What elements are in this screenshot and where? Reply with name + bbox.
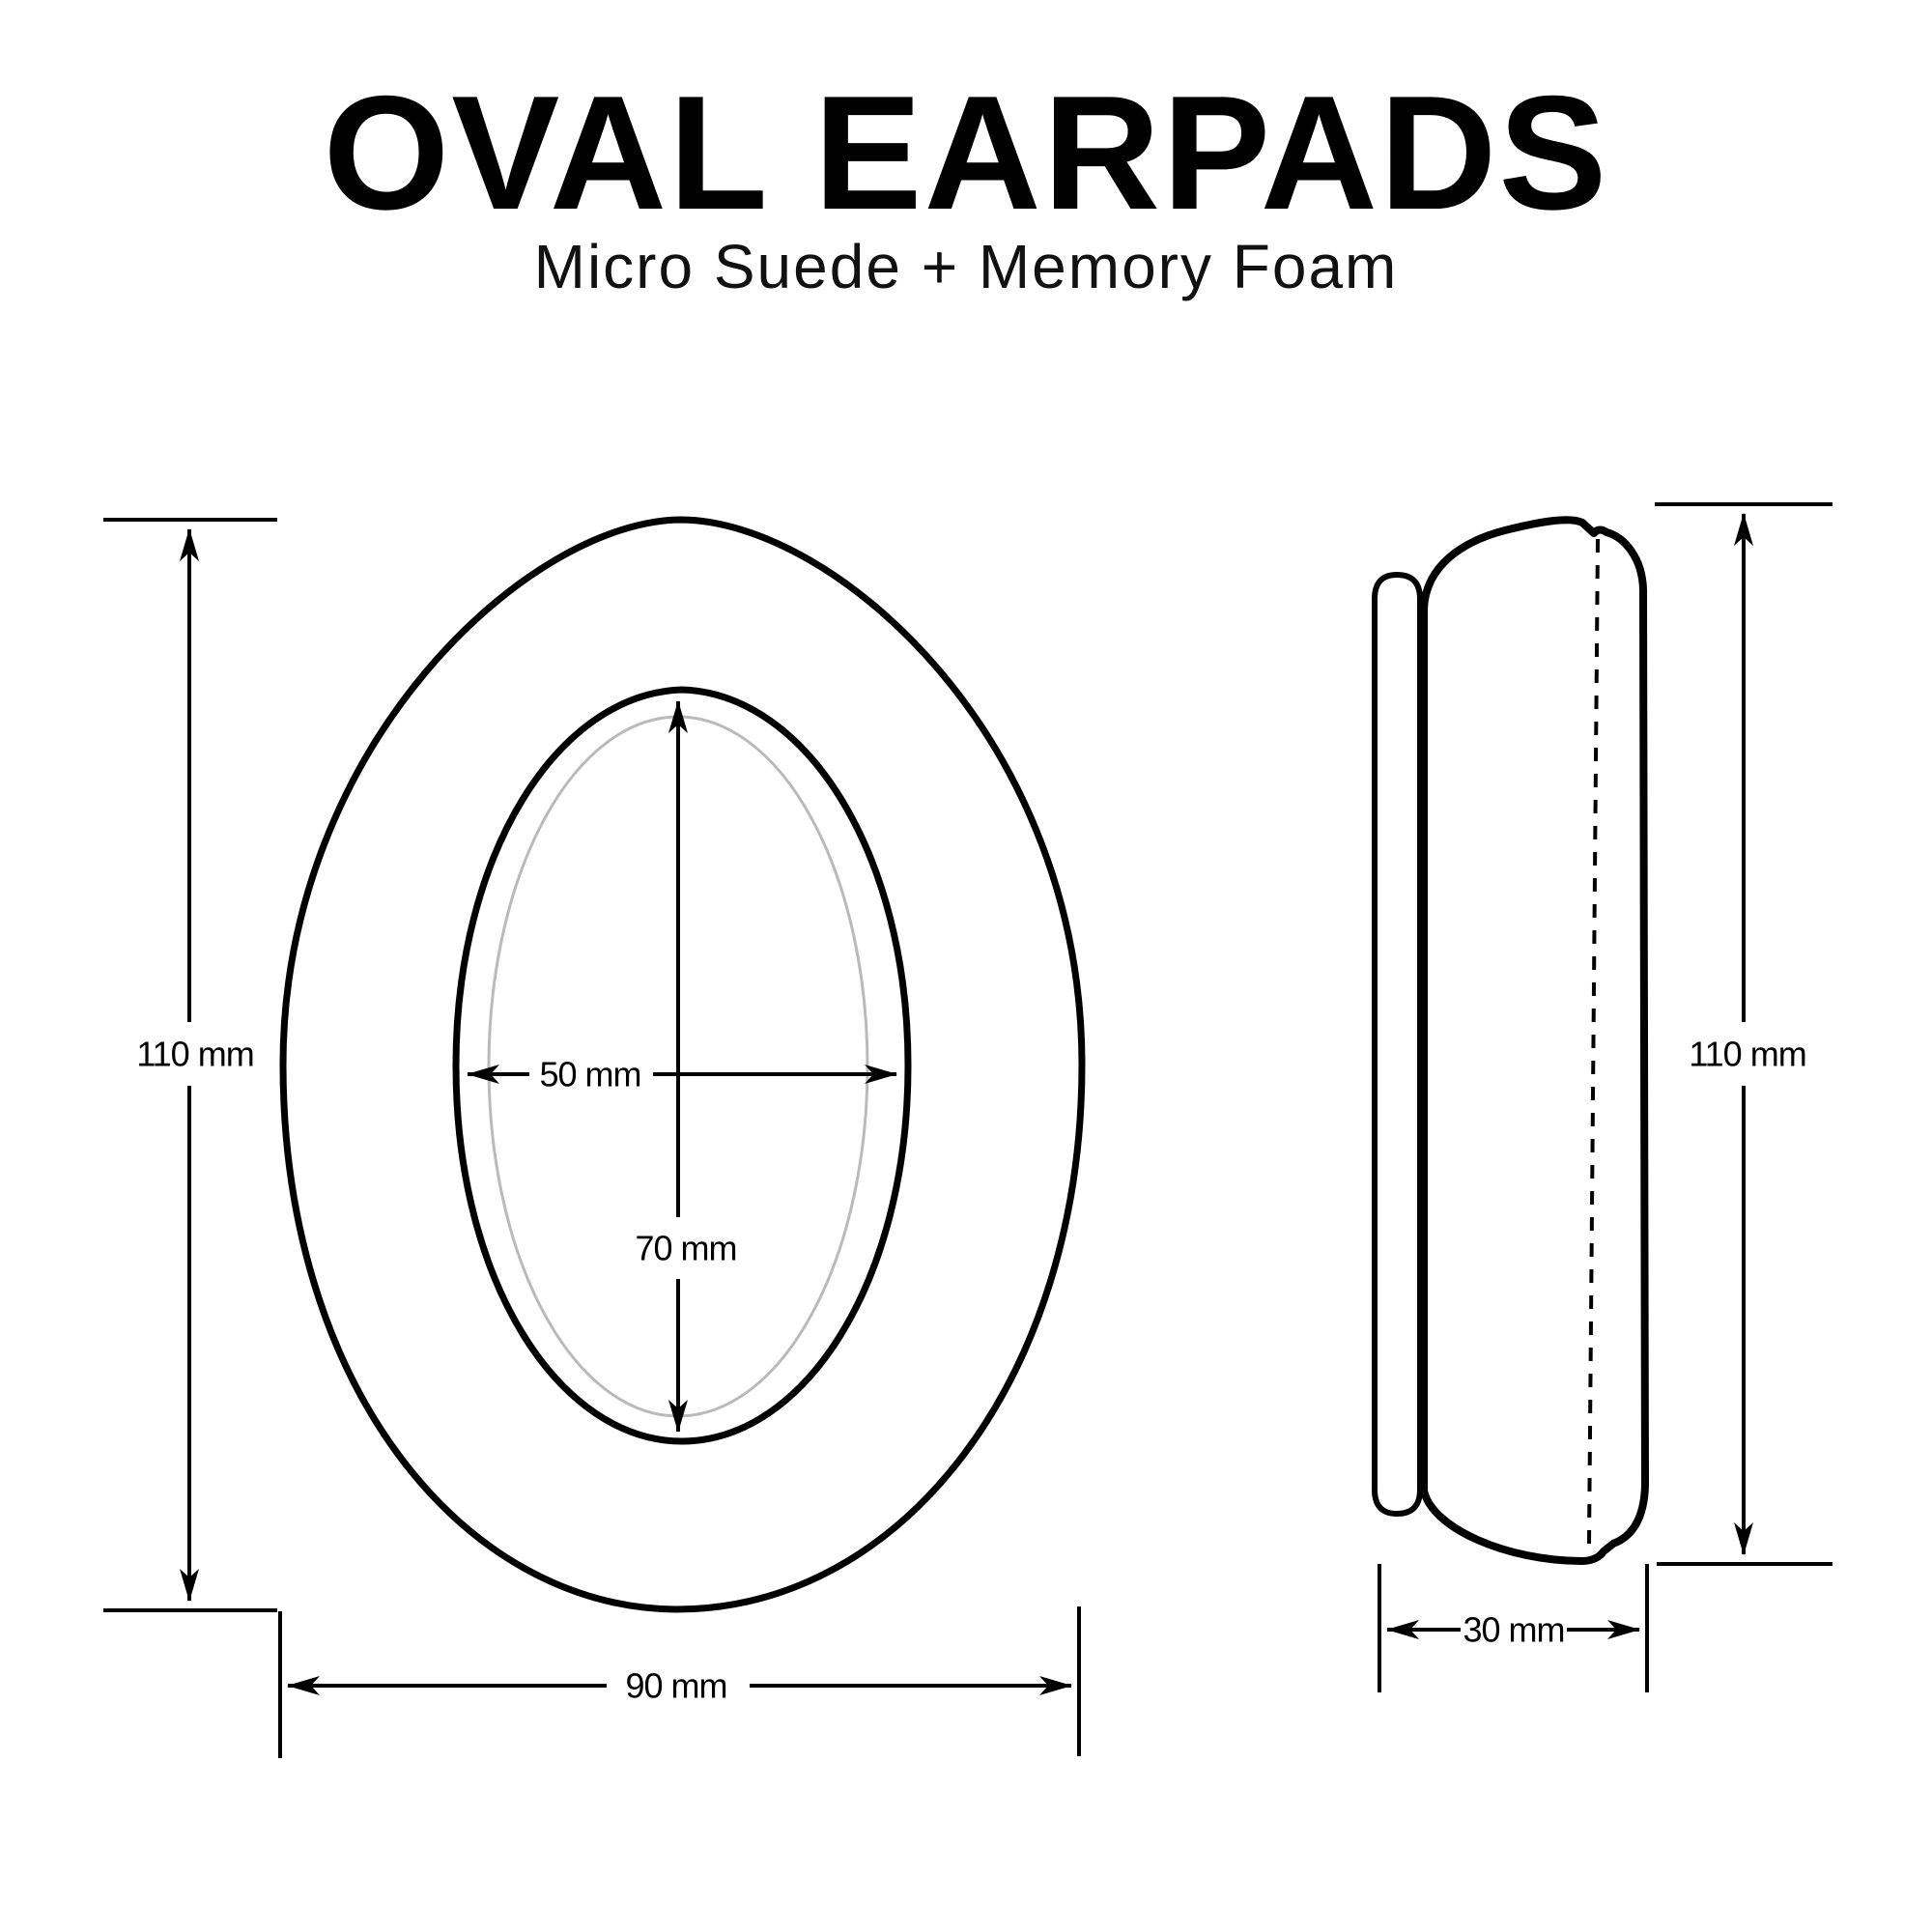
side-depth-dimension: 30 mm xyxy=(1378,1564,1649,1692)
side-view: 110 mm 30 mm xyxy=(1372,502,1833,1692)
front-outer-oval xyxy=(279,516,1086,1613)
front-view: 110 mm 50 mm 70 mm 90 mm xyxy=(103,516,1086,1758)
page-title: OVAL EARPADS xyxy=(324,62,1609,243)
side-height-label: 110 mm xyxy=(1689,1035,1805,1074)
front-width-dimension: 90 mm xyxy=(278,1606,1081,1758)
side-height-dimension: 110 mm xyxy=(1655,502,1833,1566)
side-seam-dashed-line xyxy=(1587,538,1600,1545)
front-inner-height-label: 70 mm xyxy=(635,1229,736,1268)
page-subtitle: Micro Suede + Memory Foam xyxy=(534,232,1399,301)
side-depth-label: 30 mm xyxy=(1463,1610,1564,1650)
front-width-label: 90 mm xyxy=(625,1666,726,1706)
front-inner-height-dimension: 70 mm xyxy=(635,700,738,1433)
side-body-outline xyxy=(1420,516,1649,1565)
front-inner-oval xyxy=(452,686,912,1445)
front-inner-width-dimension: 50 mm xyxy=(467,1055,897,1094)
front-height-dimension: 110 mm xyxy=(103,518,277,1612)
front-height-label: 110 mm xyxy=(136,1035,253,1074)
front-inner-width-label: 50 mm xyxy=(539,1055,640,1094)
side-flange xyxy=(1372,572,1423,1517)
